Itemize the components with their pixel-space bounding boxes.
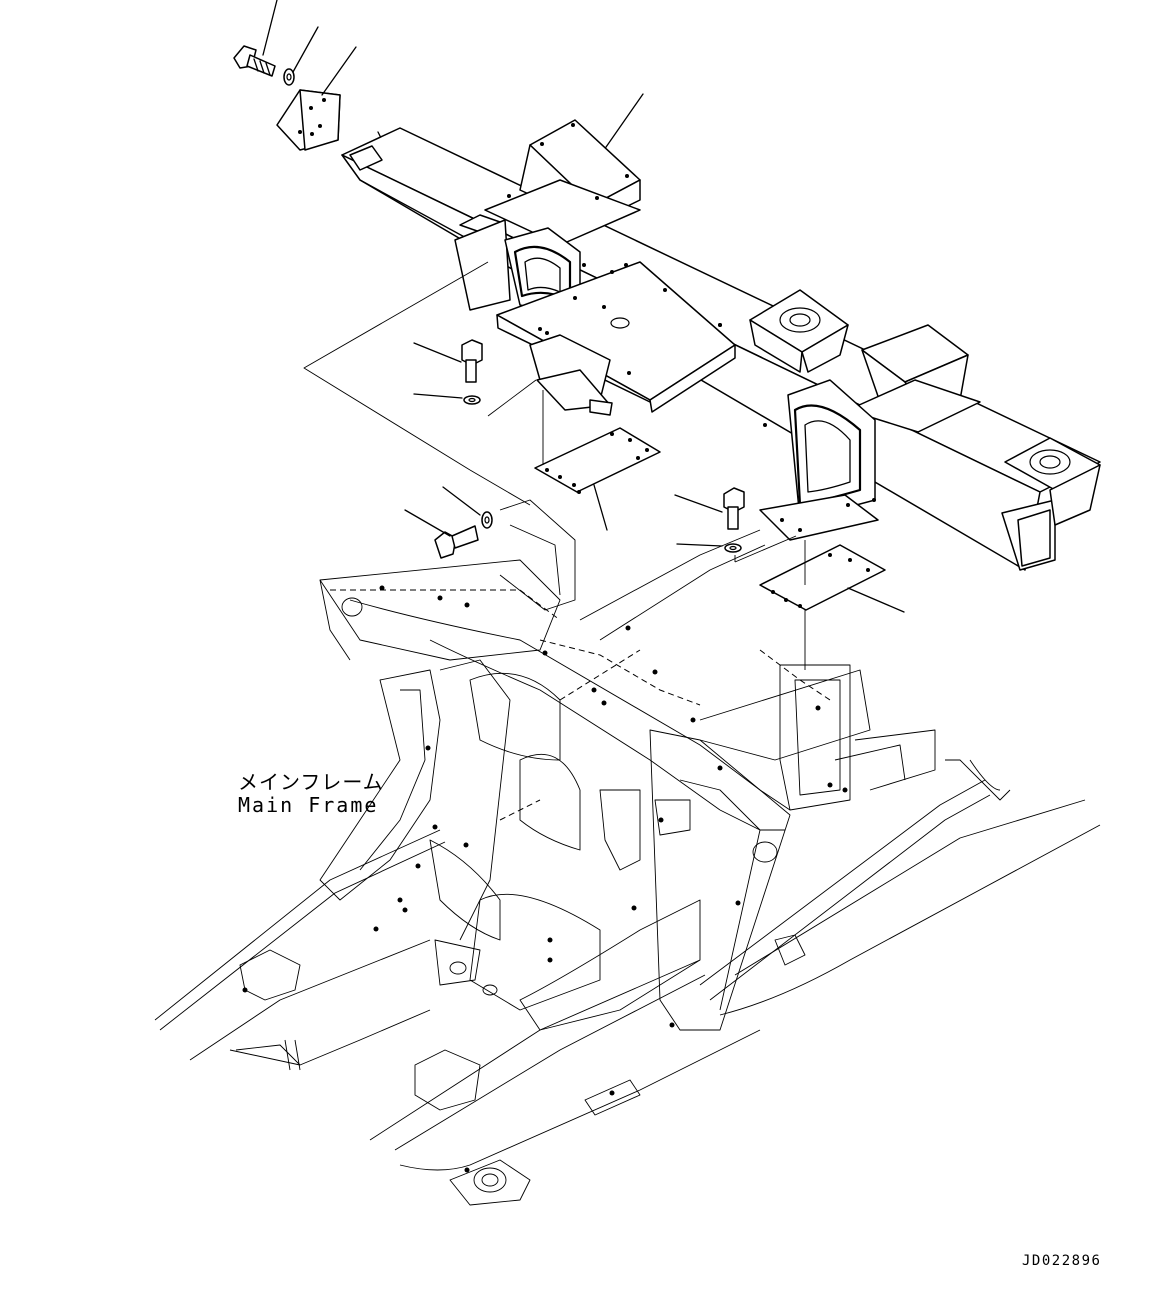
main-frame [154, 499, 1101, 1206]
top-bracket [276, 89, 341, 151]
bolt-middle-upper [413, 339, 483, 383]
washer-middle-upper [413, 393, 481, 405]
main-frame-label-en: Main Frame [238, 793, 379, 817]
guide-lines [303, 261, 806, 670]
top-bolt [233, 45, 276, 77]
top-washer [283, 68, 295, 86]
main-frame-label-jp: メインフレーム [238, 770, 384, 794]
drawing-code: JD022896 [1022, 1253, 1102, 1269]
shim-plate-right [759, 544, 905, 613]
bolt-left-lower [404, 509, 479, 559]
shim-plate-left [534, 427, 661, 531]
washer-right [676, 543, 742, 553]
cross-member [341, 119, 1101, 571]
washer-left-lower [442, 486, 493, 529]
bolt-right [674, 487, 745, 530]
